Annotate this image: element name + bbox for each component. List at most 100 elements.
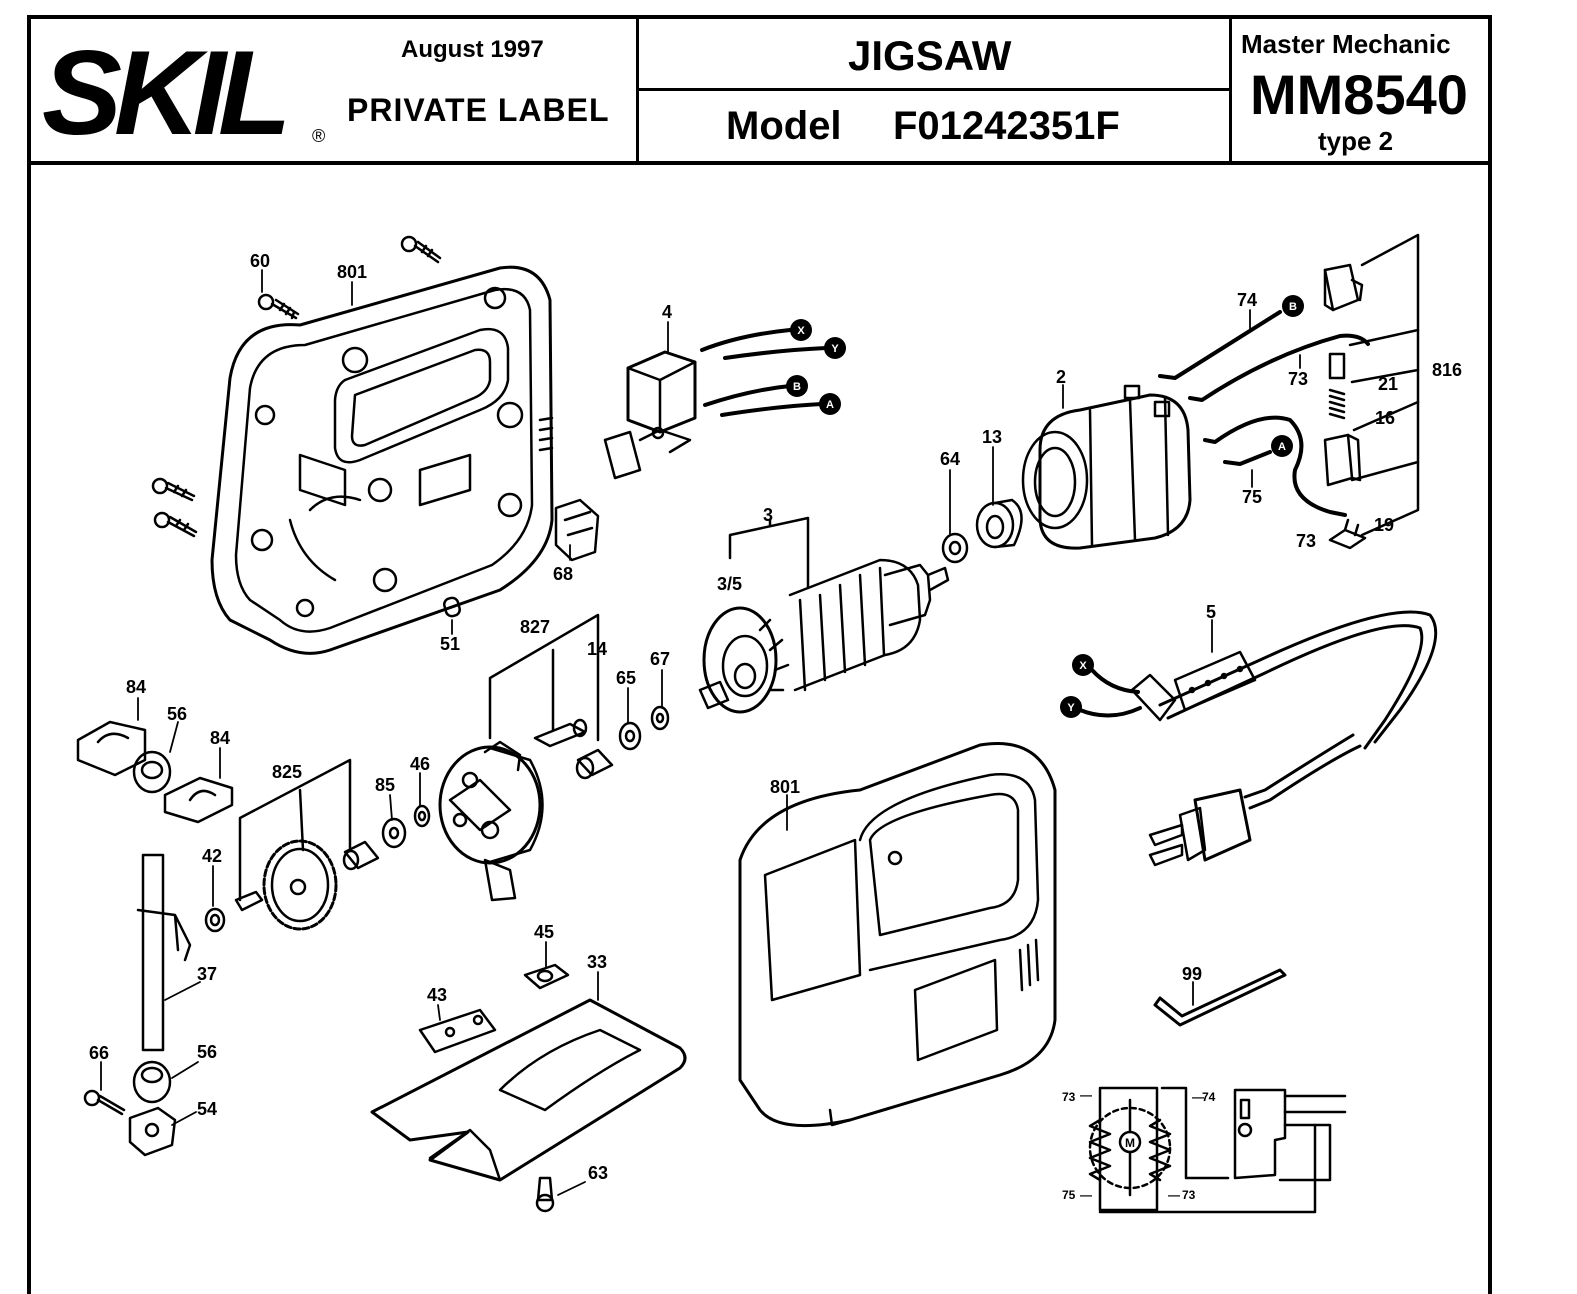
callout-21: 21 (1378, 374, 1398, 394)
screw-60 (257, 293, 300, 320)
callout-54: 54 (197, 1099, 217, 1119)
callout-827: 827 (520, 617, 550, 637)
screw-60-b (400, 235, 442, 264)
screw-63 (535, 1176, 555, 1213)
wire-tag-a-lead: A (1278, 441, 1286, 453)
callout-43: 43 (427, 985, 447, 1005)
sleeve-825 (342, 840, 380, 871)
callout-42: 42 (202, 846, 222, 866)
wire-tag-b-lead: B (1289, 301, 1297, 313)
callout-56-bottom: 56 (197, 1042, 217, 1062)
registered-mark: ® (312, 126, 326, 146)
skil-logo-text: SKIL (42, 26, 285, 157)
gear-housing-827 (438, 740, 544, 902)
callout-73-bottom: 73 (1296, 531, 1316, 551)
plunger-37 (136, 853, 192, 1052)
wire-tag-markers (786, 295, 1304, 718)
brush-spring-19 (1328, 518, 1367, 550)
pin-51 (443, 596, 461, 618)
model-label: Model (726, 104, 842, 148)
callout-13: 13 (982, 427, 1002, 447)
schematic-dash-1: — (1080, 1088, 1092, 1102)
series-type: type 2 (1318, 126, 1394, 156)
washer-65 (618, 721, 642, 751)
washer-46 (413, 804, 431, 828)
power-cord (1078, 610, 1438, 867)
bushing-56-b (132, 1060, 172, 1104)
wire-tag-y-switch: Y (831, 343, 839, 355)
nut-45 (523, 963, 570, 990)
callout-5: 5 (1206, 602, 1216, 622)
callout-66: 66 (89, 1043, 109, 1063)
armature (698, 558, 950, 714)
schematic-75: 75 (1062, 1188, 1076, 1202)
schematic-73-bottom: 73 (1182, 1188, 1196, 1202)
stator-field (1021, 384, 1192, 550)
title-divider-2 (1229, 15, 1232, 165)
callout-labels: 60 801 4 74 73 21 816 2 16 13 64 75 19 7… (89, 251, 1462, 1183)
callout-4: 4 (662, 302, 672, 322)
callout-3-5: 3/5 (717, 574, 742, 594)
leader-lines (100, 269, 1301, 1196)
callout-33: 33 (587, 952, 607, 972)
callout-816: 816 (1432, 360, 1462, 380)
header-date: August 1997 (401, 36, 544, 63)
clamp-54 (128, 1106, 177, 1157)
wire-tag-b-switch: B (793, 381, 801, 393)
callout-37: 37 (197, 964, 217, 984)
callout-85: 85 (375, 775, 395, 795)
gear-825 (262, 839, 338, 931)
bearing-13 (975, 498, 1023, 549)
callout-84-mid: 84 (210, 728, 230, 748)
callout-19: 19 (1374, 515, 1394, 535)
clamp-43 (418, 1008, 497, 1054)
shoe-plate-33 (370, 998, 687, 1182)
wires-73-74-75 (1158, 310, 1370, 517)
model-number: F01242351F (893, 104, 1120, 148)
callout-99: 99 (1182, 964, 1202, 984)
schematic-labels: 73 — — 74 75 — — 73 M (1062, 1088, 1216, 1202)
callout-73-top: 73 (1288, 369, 1308, 389)
switch (603, 328, 828, 480)
brush-holder-68 (554, 498, 600, 562)
wiring-schematic (1088, 1086, 1347, 1214)
schematic-dash-2: — (1192, 1090, 1204, 1104)
wire-tag-y-cord: Y (1067, 702, 1075, 714)
callout-64: 64 (940, 449, 960, 469)
hex-key-99 (1153, 968, 1287, 1027)
callout-brackets (238, 233, 1420, 902)
callout-75: 75 (1242, 487, 1262, 507)
screw-60-d (153, 511, 198, 538)
title-block (27, 15, 1492, 165)
wire-tag-letters: X Y B A B A X Y (793, 301, 1297, 714)
washer-67 (650, 705, 670, 731)
callout-68: 68 (553, 564, 573, 584)
housing-left-half (210, 265, 554, 655)
schematic-74: 74 (1202, 1090, 1216, 1104)
schematic-dash-4: — (1168, 1188, 1180, 1202)
terminal-block (1323, 263, 1364, 312)
wire-tag-x-switch: X (797, 325, 805, 337)
callout-63: 63 (588, 1163, 608, 1183)
callout-46: 46 (410, 754, 430, 774)
callout-825: 825 (272, 762, 302, 782)
callout-45: 45 (534, 922, 554, 942)
screw-60-c (151, 477, 196, 502)
housing-right-half (738, 742, 1057, 1128)
bushing-56-a (132, 750, 172, 794)
schematic-motor: M (1125, 1136, 1135, 1150)
sleeve-14 (575, 748, 614, 780)
pin-827 (533, 718, 588, 748)
series-model: MM8540 (1250, 63, 1468, 126)
callout-801-right: 801 (770, 777, 800, 797)
wire-tag-x-cord: X (1079, 660, 1087, 672)
washer-85 (381, 817, 407, 849)
brush-holder-16 (1323, 433, 1362, 487)
screw-66 (83, 1089, 126, 1116)
bushing-42 (204, 907, 226, 933)
brush-21 (1328, 352, 1346, 420)
callout-84-top: 84 (126, 677, 146, 697)
product-name: JIGSAW (848, 32, 1012, 79)
guide-block-84-a (76, 720, 147, 777)
callout-2: 2 (1056, 367, 1066, 387)
